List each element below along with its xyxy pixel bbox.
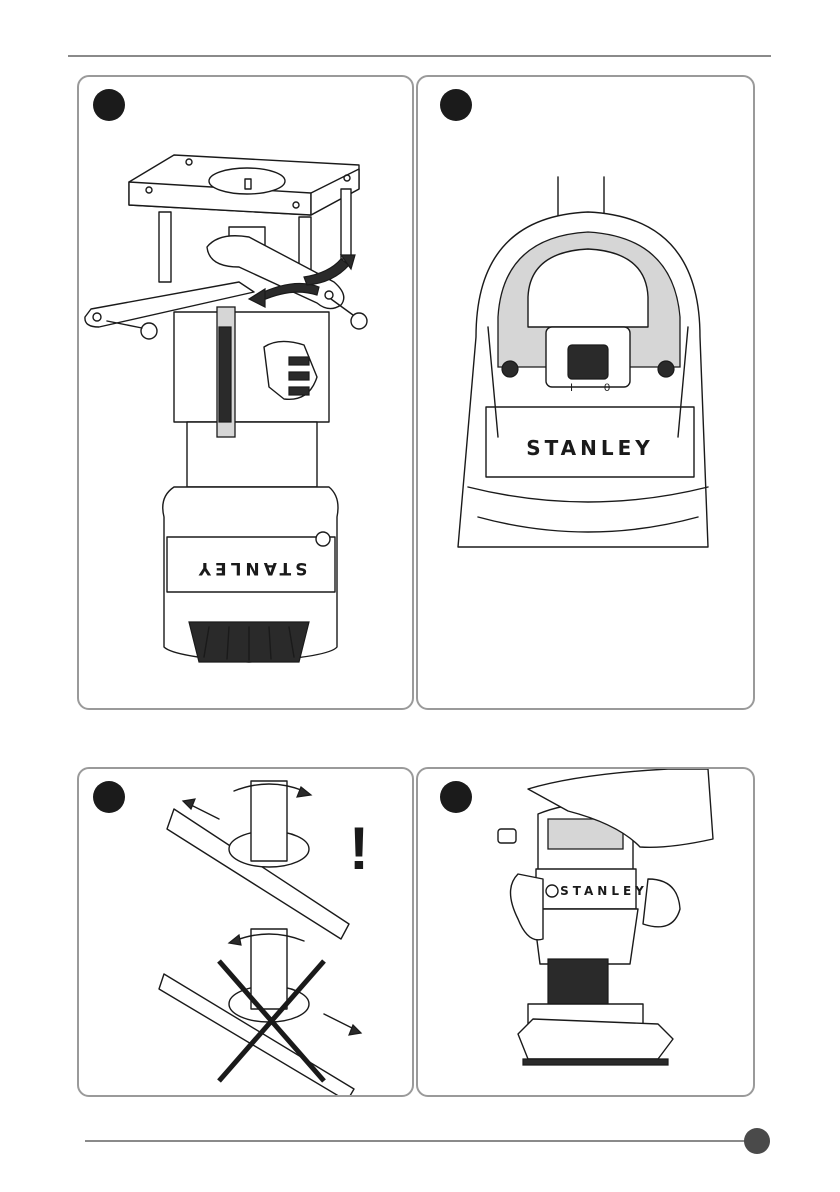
brand-label-small: STANLEY [560, 884, 648, 898]
illustration-panel-4: STANLEY [416, 767, 755, 1097]
illustration-panel-1: STANLEY [77, 75, 414, 710]
spanner-direction-illustration: ! [79, 769, 414, 1097]
switch-top-view-illustration: I 0 STANLEY [418, 77, 755, 710]
brand-label: STANLEY [526, 436, 654, 460]
footer-rule [85, 1140, 747, 1142]
illustration-panel-3: ! [77, 767, 414, 1097]
page-number-badge [744, 1128, 770, 1154]
header-rule [68, 55, 771, 57]
router-spanner-illustration: STANLEY [79, 77, 414, 710]
router-in-hand-illustration: STANLEY [418, 769, 755, 1097]
warning-mark: ! [349, 815, 369, 882]
illustration-panel-2: I 0 STANLEY [416, 75, 755, 710]
switch-off-label: 0 [604, 382, 610, 394]
brand-label-inverted: STANLEY [195, 558, 308, 578]
switch-on-label: I [570, 382, 573, 394]
